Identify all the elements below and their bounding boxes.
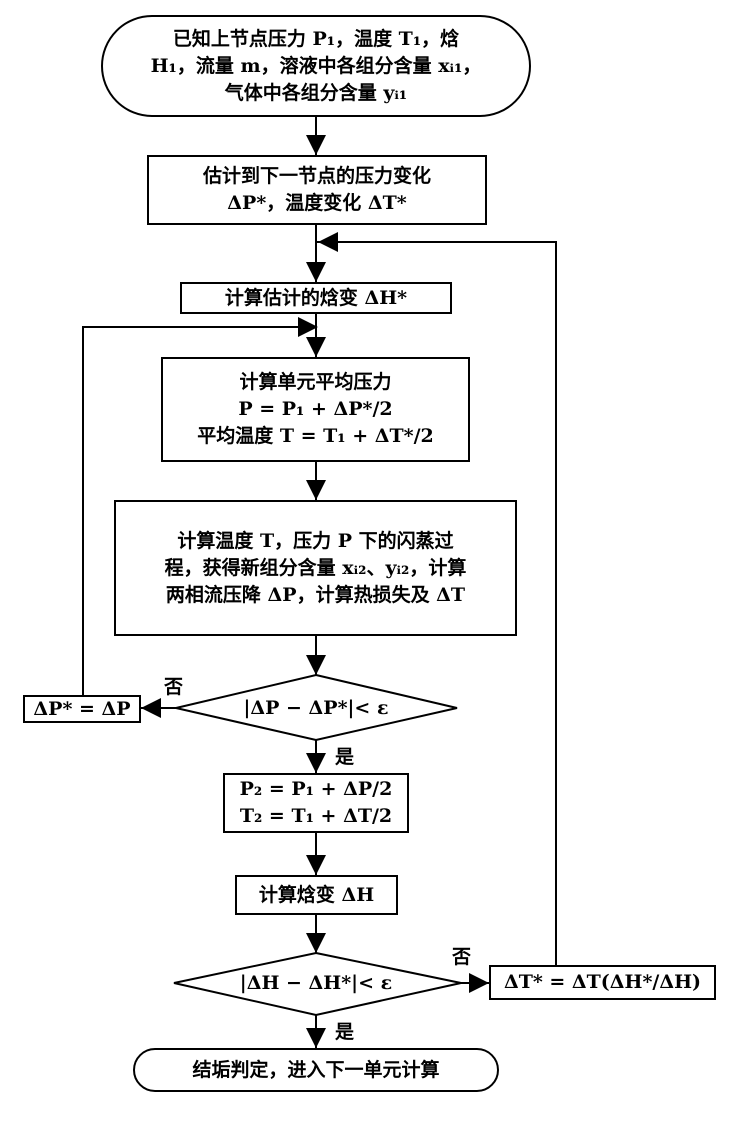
text-line: ΔT* = ΔT(ΔH*/ΔH)	[503, 971, 702, 993]
no-label-pressure: 否	[164, 676, 184, 698]
yes-label-enthalpy: 是	[335, 1021, 355, 1043]
estimate-box: 估计到下一节点的压力变化 ΔP*，温度变化 ΔT*	[147, 155, 487, 225]
text-line: 计算焓变 ΔH	[258, 883, 375, 906]
text-line: P = P₁ + ΔP*/2	[238, 398, 393, 420]
text-line: 平均温度 T = T₁ + ΔT*/2	[197, 425, 434, 447]
check-pressure-text: |ΔP − ΔP*|< ε	[196, 693, 436, 723]
decision-diamond-enthalpy	[173, 951, 462, 1017]
text-line: ΔP*，温度变化 ΔT*	[227, 192, 407, 214]
text-line: 已知上节点压力 P₁，温度 T₁，焓	[172, 27, 460, 50]
text-line: 程，获得新组分含量 xᵢ₂、yᵢ₂，计算	[164, 556, 467, 579]
average-box: 计算单元平均压力 P = P₁ + ΔP*/2 平均温度 T = T₁ + ΔT…	[161, 357, 470, 462]
flash-box: 计算温度 T，压力 P 下的闪蒸过 程，获得新组分含量 xᵢ₂、yᵢ₂，计算 两…	[114, 500, 517, 636]
yes-label-pressure: 是	[335, 746, 355, 768]
start-terminal: 已知上节点压力 P₁，温度 T₁，焓 H₁，流量 m，溶液中各组分含量 xᵢ₁，…	[101, 15, 531, 117]
enthalpy-box: 计算焓变 ΔH	[235, 875, 398, 915]
text-line: |ΔH − ΔH*|< ε	[239, 971, 393, 994]
end-terminal: 结垢判定，进入下一单元计算	[133, 1048, 499, 1092]
text-line: P₂ = P₁ + ΔP/2	[239, 778, 393, 800]
update-pressure-box: ΔP* = ΔP	[23, 695, 141, 723]
decision-diamond-pressure	[175, 673, 458, 742]
text-line: |ΔP − ΔP*|< ε	[243, 696, 389, 719]
text-line: 两相流压降 ΔP，计算热损失及 ΔT	[165, 583, 466, 606]
enthalpy-estimate-box: 计算估计的焓变 ΔH*	[180, 282, 452, 314]
text-line: 结垢判定，进入下一单元计算	[192, 1058, 440, 1081]
text-line: 计算单元平均压力	[239, 371, 392, 393]
arrowheads	[141, 135, 489, 1048]
check-enthalpy-text: |ΔH − ΔH*|< ε	[196, 968, 436, 998]
text-line: ΔP* = ΔP	[33, 697, 131, 720]
text-line: 气体中各组分含量 yᵢ₁	[224, 81, 408, 104]
no-label-enthalpy: 否	[452, 946, 472, 968]
text-line: H₁，流量 m，溶液中各组分含量 xᵢ₁，	[150, 54, 482, 77]
text-line: T₂ = T₁ + ΔT/2	[239, 805, 393, 827]
text-line: 计算温度 T，压力 P 下的闪蒸过	[177, 529, 454, 552]
text-line: 估计到下一节点的压力变化	[202, 165, 431, 187]
update-temperature-box: ΔT* = ΔT(ΔH*/ΔH)	[489, 965, 716, 1000]
result-box: P₂ = P₁ + ΔP/2 T₂ = T₁ + ΔT/2	[223, 773, 409, 833]
text-line: 计算估计的焓变 ΔH*	[224, 286, 408, 309]
